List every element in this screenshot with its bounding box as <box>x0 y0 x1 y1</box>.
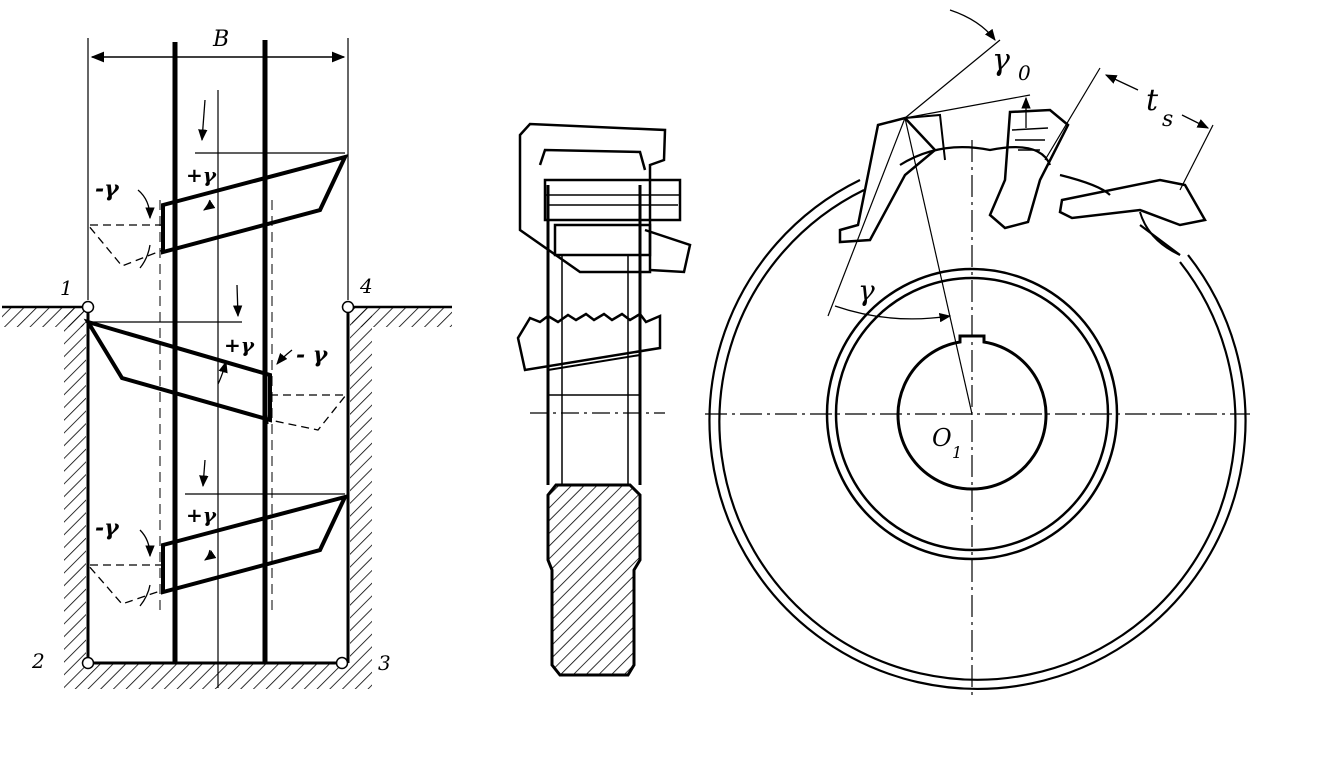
workpiece-surface <box>2 305 452 689</box>
normal-rake-subscript: 0 <box>1018 61 1031 85</box>
top-pos-gamma: +γ <box>186 163 217 187</box>
middle-pos-gamma: +γ <box>224 333 255 357</box>
left-slot-view: B 1 4 2 3 <box>2 27 452 689</box>
normal-rake-label: γ <box>992 43 1010 78</box>
top-neg-gamma: -γ <box>95 176 120 202</box>
pitch-subscript: s <box>1162 107 1173 132</box>
center-subscript: 1 <box>952 443 962 462</box>
top-tooth: -γ +γ <box>86 99 349 269</box>
corner-points: 1 4 2 3 <box>31 274 391 675</box>
width-label: B <box>212 27 229 52</box>
corner-label-4: 4 <box>359 274 373 298</box>
bottom-pos-gamma: +γ <box>186 503 217 527</box>
bottom-tooth: -γ +γ <box>86 459 349 607</box>
middle-tooth: +γ - γ <box>83 284 348 431</box>
rake-angle-label: γ <box>858 274 875 307</box>
disc-cutter-view: γ 0 t s γ O 1 <box>705 9 1250 700</box>
corner-label-1: 1 <box>60 276 73 300</box>
center-label: O <box>932 424 952 452</box>
middle-neg-gamma: - γ <box>296 342 329 368</box>
width-dimension: B <box>87 27 349 300</box>
corner-label-3: 3 <box>378 651 391 675</box>
cutter-traces <box>159 40 273 688</box>
side-section-view <box>516 122 692 677</box>
pitch-label: t <box>1146 83 1159 118</box>
bottom-neg-gamma: -γ <box>95 515 120 541</box>
corner-label-2: 2 <box>31 649 45 673</box>
